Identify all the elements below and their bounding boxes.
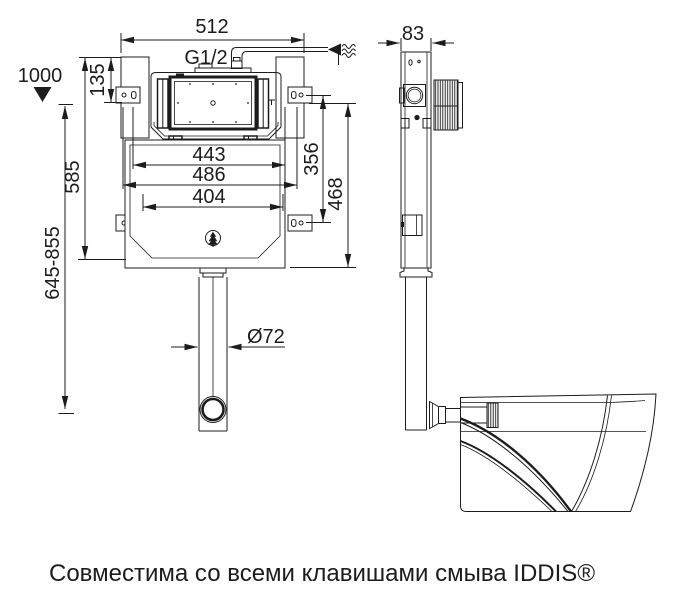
dim-label-512: 512 [195, 16, 228, 38]
panel-center-hole [210, 100, 216, 106]
water-supply-icon [328, 43, 356, 65]
dim-label-443: 443 [192, 144, 225, 166]
dim-83: 83 [378, 23, 454, 51]
toilet-bowl-profile [460, 393, 657, 513]
level-triangle-icon [33, 87, 52, 102]
inlet-seal [486, 402, 499, 428]
dim-label-468: 468 [325, 177, 347, 210]
dim-label-645-855: 645-855 [42, 226, 64, 299]
dim-404: 404 [142, 186, 284, 211]
flush-pipe-side [399, 267, 461, 431]
trap-curve [460, 440, 557, 513]
front-view [115, 43, 356, 432]
dim-512: 512 [120, 16, 305, 53]
dim-1000: 1000 [18, 65, 63, 102]
flush-channel-curve [460, 417, 572, 513]
access-panel [168, 73, 258, 131]
flush-pipe-front [198, 267, 228, 432]
dim-356: 356 [301, 95, 331, 223]
dim-o72: Ø72 [171, 326, 285, 351]
service-hatch [402, 214, 423, 236]
dim-label-404: 404 [192, 186, 225, 208]
cistern-upper-body [150, 57, 282, 143]
dim-443: 443 [132, 107, 286, 169]
dim-label-o72: Ø72 [247, 326, 285, 348]
frame-rails [120, 56, 305, 139]
dim-label-486: 486 [192, 164, 225, 186]
outlet-cone [429, 400, 439, 430]
water-supply-pipe [231, 43, 356, 65]
dim-486: 486 [122, 107, 298, 189]
fir-tree-icon [205, 230, 221, 247]
side-view [399, 51, 657, 513]
dim-label-356: 356 [301, 142, 323, 175]
corrugated-connector [433, 79, 463, 131]
outlet-ring-outer [199, 396, 227, 423]
dim-g12: G1/2 [184, 47, 227, 69]
outlet-ring-inner [201, 397, 225, 422]
dimensions: 512 G1/2 1000 135 585 645-855 [18, 16, 454, 414]
dim-645-855: 645-855 [42, 104, 74, 414]
dim-label-1000: 1000 [18, 65, 63, 87]
compatibility-caption: Совместима со всеми клавишами смыва IDDI… [49, 560, 595, 587]
dim-label-83: 83 [402, 23, 424, 45]
dim-468: 468 [290, 103, 356, 268]
inlet-valve-box [403, 84, 426, 107]
dim-label-g12: G1/2 [184, 47, 227, 69]
panel-screw-dots [177, 83, 249, 123]
frame-column [399, 51, 432, 269]
dim-label-135: 135 [87, 63, 109, 96]
dim-135: 135 [87, 58, 122, 103]
